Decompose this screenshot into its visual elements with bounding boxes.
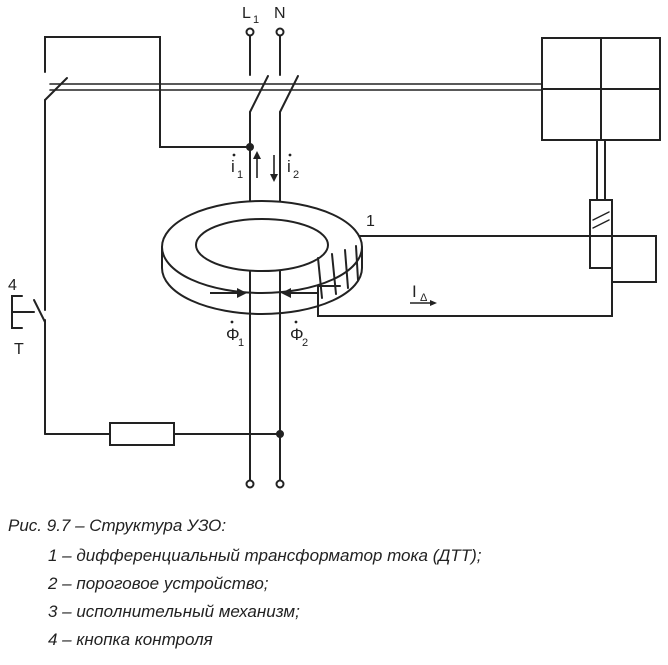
legend-item-1: 1 – дифференциальный трансформатор тока … [48,546,482,565]
actuator-coil-hatch-a [592,211,610,221]
junction-n [276,430,284,438]
label-ref-1: 1 [366,213,375,230]
label-phi2-sub: 2 [302,337,308,349]
contact-blade-l1 [249,75,269,113]
label-i2: i [287,157,291,176]
rcd-schematic: L 1 N i 1 i 2 Φ 1 Φ 2 I Δ 1 4 T [8,5,661,489]
test-button-blade [33,299,46,323]
flux-arrow-1-head [237,288,247,298]
label-l1: L [242,5,251,22]
i1-arrow-head [253,151,261,159]
label-l1-sub: 1 [253,14,259,26]
label-i2-sub: 2 [293,169,299,181]
label-ref-4: 4 [8,277,17,294]
winding-turn-4 [355,245,359,281]
label-phi2: Φ [290,325,304,344]
idelta-arrow-head [430,300,437,306]
terminal-n-top [275,27,285,37]
test-resistor [109,422,175,446]
terminal-l1-top [245,27,255,37]
winding-turn-2 [331,253,337,295]
contact-blade-n [279,75,299,113]
secondary-lead-upper [344,235,657,283]
winding-turn-3 [344,249,349,289]
label-test-t: T [14,341,24,358]
figure-caption-title: Рис. 9.7 – Структура УЗО: [8,516,227,535]
secondary-lead-lower [317,267,613,317]
label-i1-sub: 1 [237,169,243,181]
legend-item-4: 4 – кнопка контроля [48,630,213,649]
phi1-dot [230,320,234,324]
terminal-n-bottom [275,479,285,489]
phi2-dot [294,320,298,324]
legend-item-3: 3 – исполнительный механизм; [48,602,300,621]
label-phi1: Φ [226,325,240,344]
i2-arrow-head [270,174,278,182]
test-wire-top [44,36,251,148]
contact-blade-test [44,77,68,101]
label-n: N [274,5,286,22]
toroid-core-side [161,246,363,315]
label-i1: i [231,157,235,176]
terminal-l1-bottom [245,479,255,489]
figure-legend: 1 – дифференциальный трансформатор тока … [48,542,482,654]
winding-turn-1 [317,257,323,299]
legend-item-2: 2 – пороговое устройство; [48,574,269,593]
label-i-delta-sub: Δ [420,292,428,304]
actuator-coil [589,199,613,269]
i1-dot [232,153,236,157]
i2-dot [288,153,292,157]
toroid-core-hole [195,218,329,272]
label-i-delta: I [412,282,417,301]
actuator-coil-hatch-b [592,219,610,229]
flux-arrow-2-head [281,288,291,298]
label-phi1-sub: 1 [238,337,244,349]
